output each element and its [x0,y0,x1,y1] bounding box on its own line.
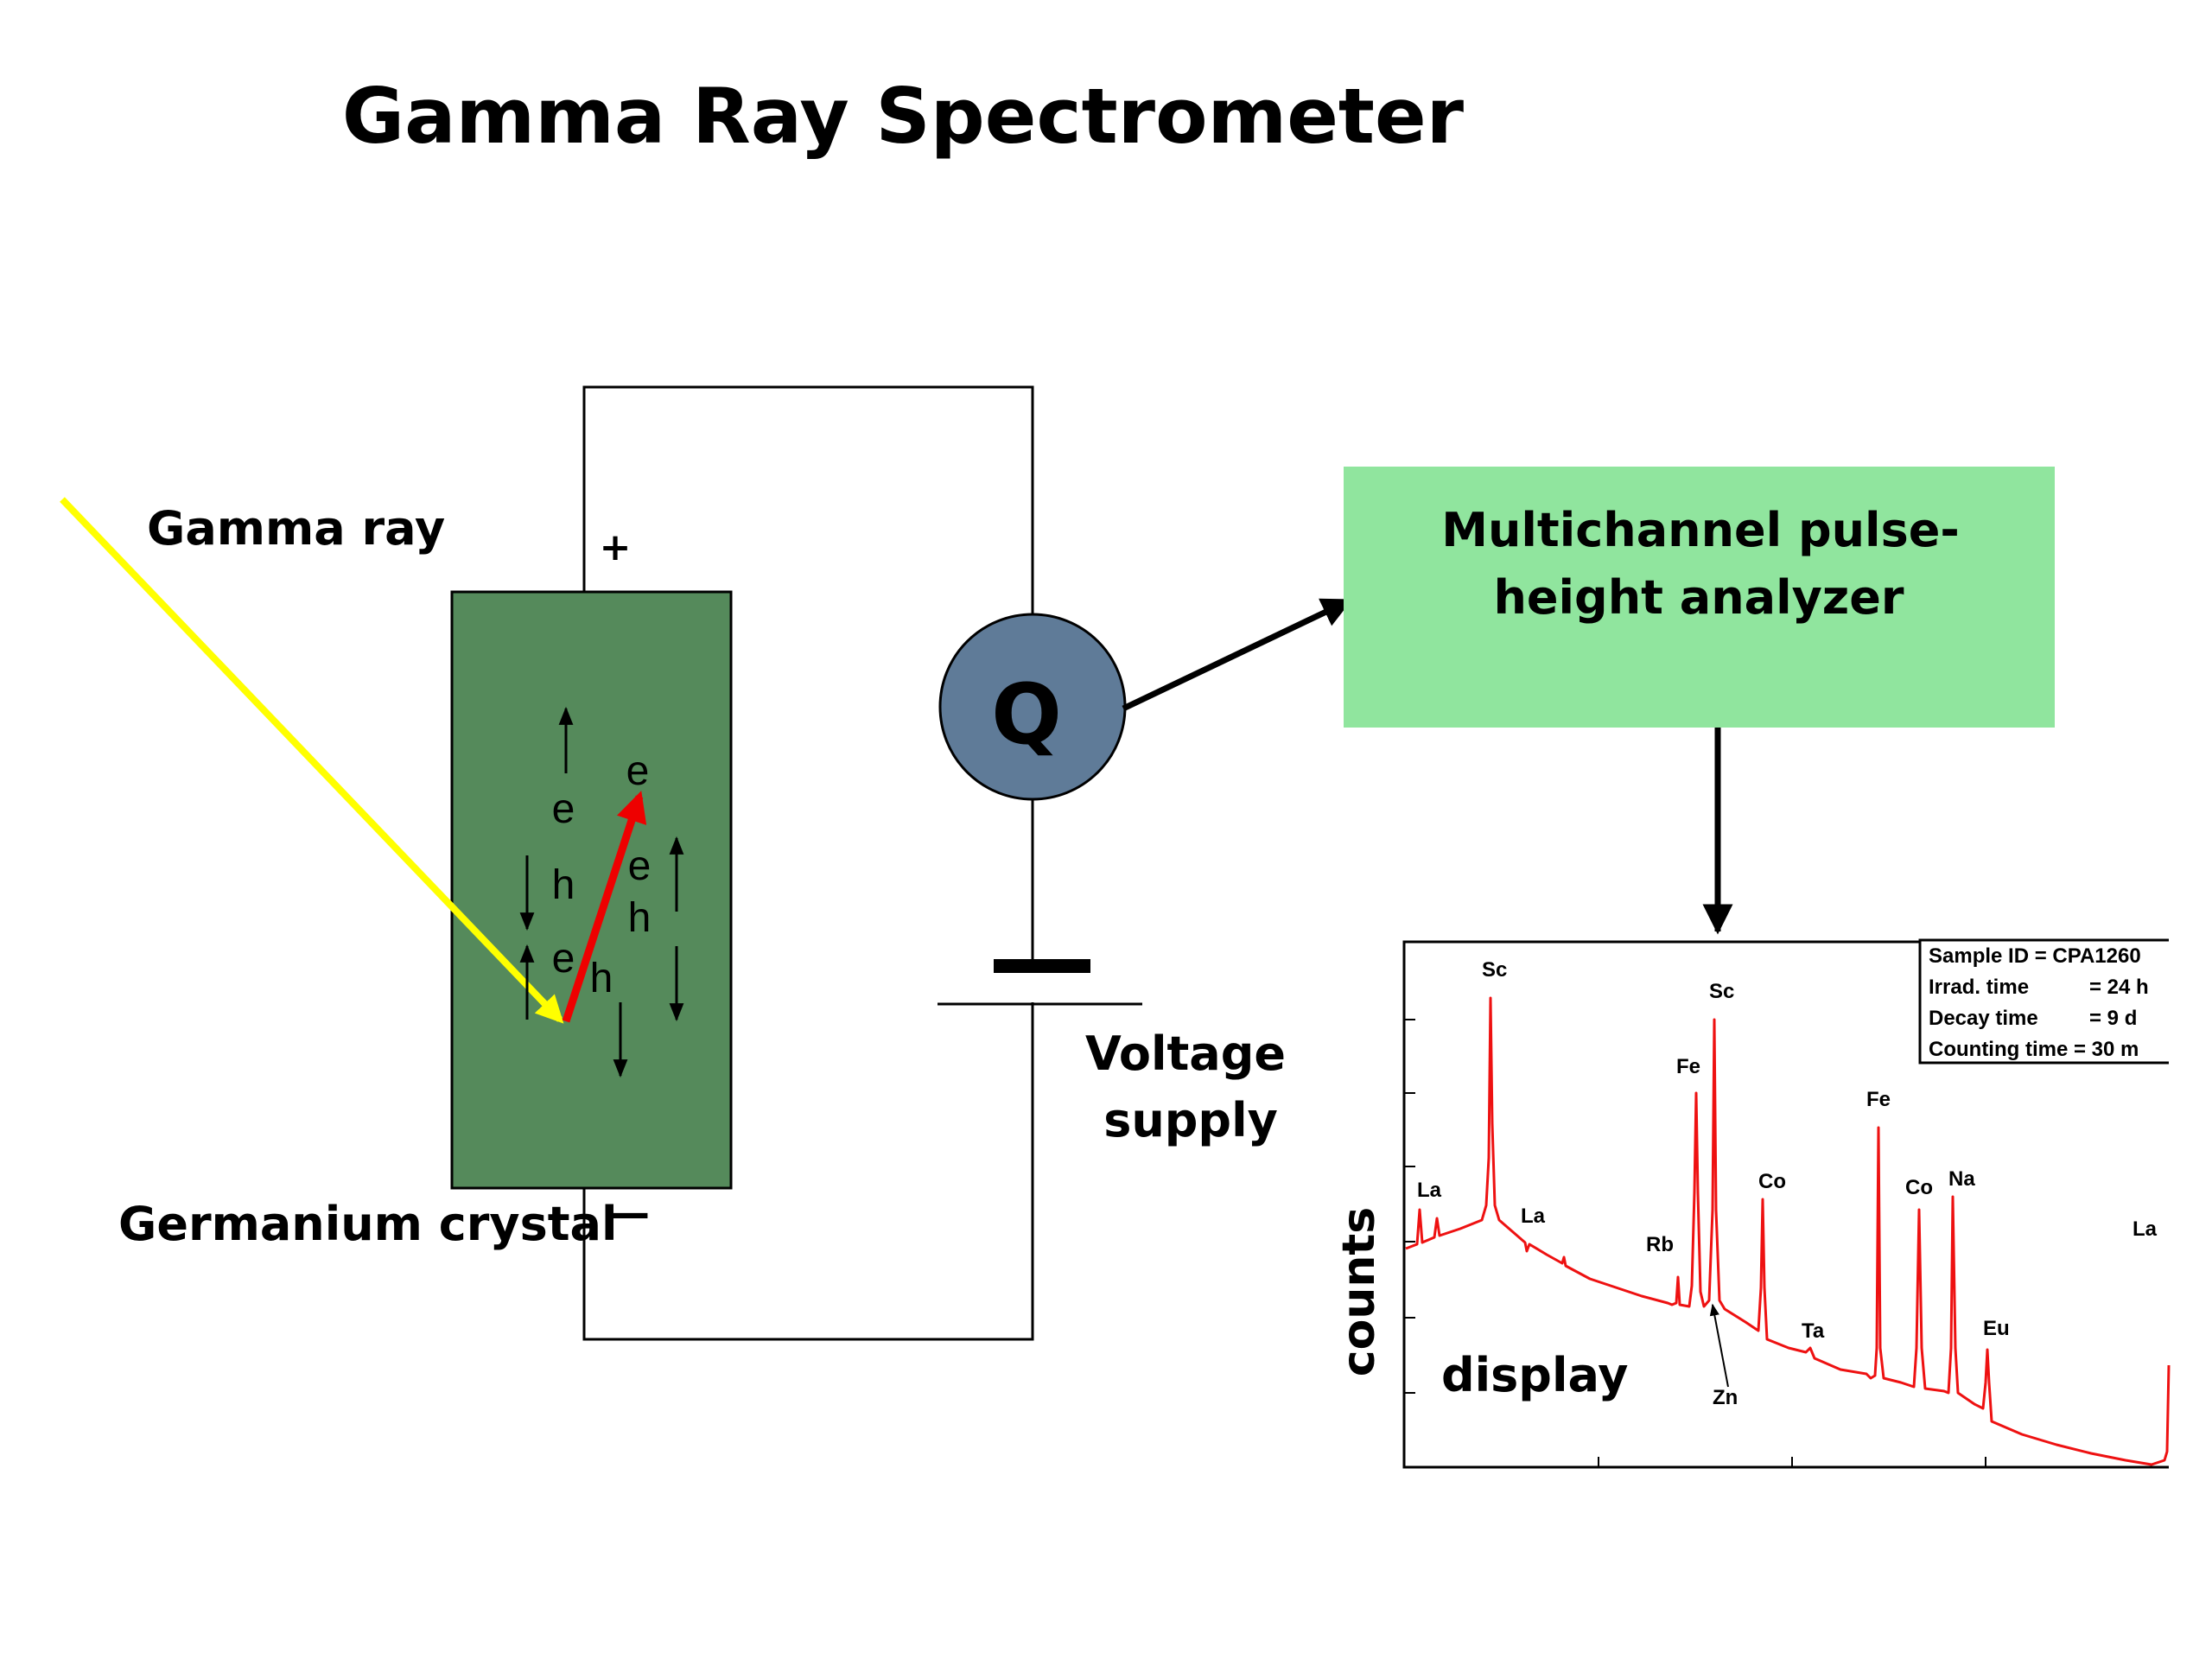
peak-label-sc: Sc [1709,980,1734,1003]
carrier-arrows [519,706,684,1078]
peak-label-la: La [1417,1179,1442,1202]
sample-info-box: Sample ID = CPA1260 Irrad. time = 24 h D… [1918,938,2169,1065]
spectrum-display: Sc Sc Fe Fe La La La Rb Co Co Na Ta Eu Z… [1333,938,2171,1469]
zn-pointer [1709,1303,1729,1388]
peak-label-co: Co [1758,1170,1786,1193]
minus-sign: — [608,1189,650,1237]
analyzer-label: Multichannel pulse- [1441,503,1960,557]
axis-ticks [1404,1019,1986,1467]
spectrum-curve [1405,996,2171,1466]
spectrum-frame [1402,940,2169,1469]
peak-label-la: La [1521,1205,1546,1228]
electron-label: e [552,786,575,832]
germanium-crystal [450,590,733,1190]
irrad-time-label: Irrad. time [1929,976,2029,999]
peak-label-zn: Zn [1713,1386,1738,1409]
germanium-crystal-label: Germanium crystal [118,1197,618,1251]
hole-label: h [552,862,575,908]
peak-label-ta: Ta [1802,1319,1825,1343]
peak-label-la: La [2133,1217,2158,1241]
voltage-supply-label: supply [1103,1093,1278,1147]
electron-track [562,791,647,1023]
peak-label-co: Co [1905,1176,1933,1199]
electron-label: e [552,936,575,982]
hole-label: h [590,956,613,1001]
multichannel-analyzer [1344,467,2055,728]
plus-sign: + [600,525,632,569]
decay-time-value: = 9 d [2089,1007,2137,1030]
peak-label-fe: Fe [1866,1088,1891,1111]
peak-label-eu: Eu [1983,1317,2010,1340]
peak-label-sc: Sc [1482,958,1507,982]
voltage-supply-label: Voltage [1085,1027,1286,1081]
decay-time-label: Decay time [1929,1007,2038,1030]
gamma-ray-path [60,497,564,1024]
circuit-wires [582,385,1034,1341]
peak-label-na: Na [1948,1167,1975,1191]
hole-label: h [628,895,652,941]
signal-arrow [1122,597,1353,712]
counts-axis-label: counts [1333,1207,1385,1376]
display-label: display [1441,1348,1628,1402]
peak-label-rb: Rb [1646,1233,1674,1256]
analyzer-label: height analyzer [1493,570,1904,625]
peak-label-fe: Fe [1676,1055,1700,1078]
counting-time: Counting time = 30 m [1929,1038,2139,1061]
gamma-ray-label: Gamma ray [147,501,445,556]
charge-meter-label: Q [991,666,1062,763]
irrad-time-value: = 24 h [2089,976,2149,999]
electron-label: e [628,843,652,889]
voltage-supply-battery [938,959,1142,1006]
electron-label: e [626,748,650,794]
page-title: Gamma Ray Spectrometer [342,72,1465,161]
sample-id: Sample ID = CPA1260 [1929,944,2141,968]
